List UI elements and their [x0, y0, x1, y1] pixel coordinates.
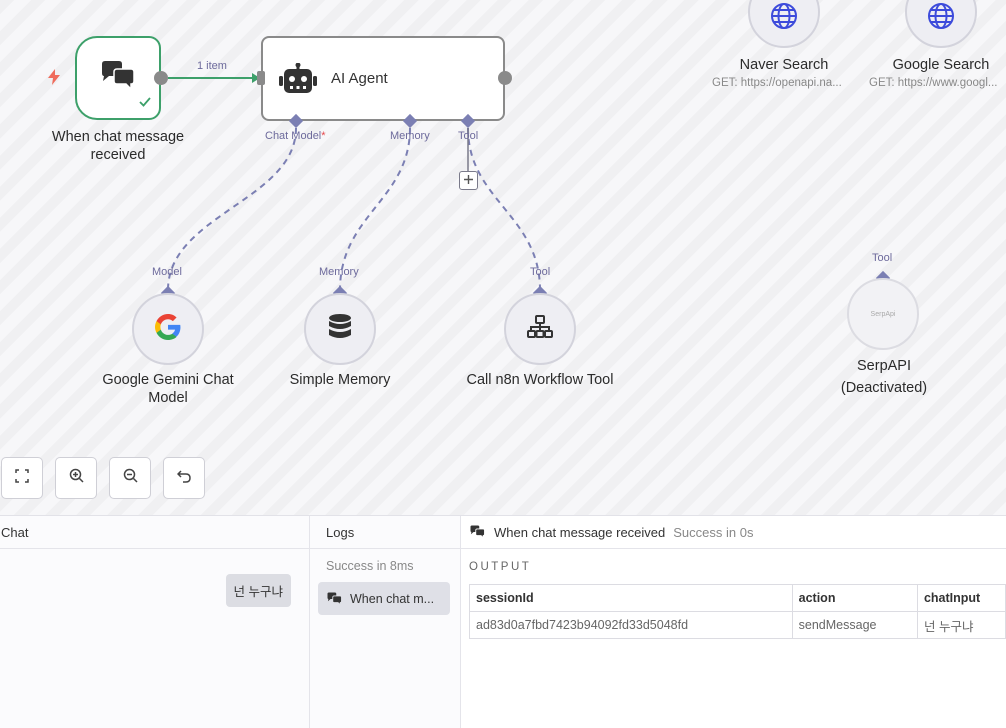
column-header-chatinput[interactable]: chatInput [916, 584, 1006, 612]
memory-sub-port-label: Memory [319, 266, 359, 278]
naver-search-url: GET: https://openapi.na... [712, 77, 842, 89]
call-workflow-tool-node[interactable] [504, 293, 576, 365]
connections-layer [167, 73, 541, 291]
memory-connection[interactable] [339, 127, 411, 291]
connection-arrow [252, 73, 260, 83]
gemini-chat-model-label: Google Gemini Chat Model [102, 372, 234, 406]
gemini-chat-model-node[interactable] [132, 293, 204, 365]
call-workflow-tool-label: Call n8n Workflow Tool [466, 372, 614, 388]
globe-icon [770, 2, 798, 35]
cell-action: sendMessage [791, 611, 918, 639]
fit-view-icon [15, 468, 29, 488]
google-search-label: Google Search [892, 57, 990, 73]
cell-chatinput: 넌 누구냐 [916, 611, 1006, 639]
workflow-canvas[interactable]: When chat message received 1 item AI Age… [0, 0, 1006, 515]
memory-port-label: Memory [390, 130, 430, 142]
serpapi-node[interactable]: SerpApi [847, 278, 919, 350]
serpapi-logo-icon: SerpApi [870, 310, 896, 318]
sitemap-icon [527, 314, 553, 344]
undo-icon [176, 469, 191, 488]
logs-summary: Success in 8ms [326, 559, 414, 573]
logs-panel: Logs Success in 8ms When chat m... [310, 516, 461, 728]
bottom-panel: Chat 넌 누구냐 Logs Success in 8ms When chat… [0, 515, 1006, 728]
chat-panel: Chat 넌 누구냐 [0, 516, 310, 728]
output-panel: When chat message received Success in 0s… [461, 516, 1006, 728]
column-header-sessionid[interactable]: sessionId [469, 584, 793, 612]
trigger-output-handle[interactable] [154, 71, 168, 85]
success-check-icon [139, 94, 151, 112]
tool-sub-port-label: Tool [530, 266, 551, 278]
naver-search-label: Naver Search [739, 57, 829, 73]
chat-bubbles-icon [99, 60, 137, 97]
ai-agent-node[interactable]: AI Agent [261, 36, 505, 121]
zoom-in-icon [69, 468, 84, 488]
output-status: Success in 0s [673, 524, 754, 540]
tool-port-label: Tool [458, 130, 479, 142]
simple-memory-node[interactable] [304, 293, 376, 365]
output-node-name: When chat message received [494, 524, 666, 540]
log-entry-trigger[interactable]: When chat m... [318, 582, 450, 615]
model-port-label: Model [152, 266, 182, 278]
trigger-bolt-icon [47, 69, 61, 90]
tool-connection[interactable] [467, 127, 541, 291]
connection-item-count: 1 item [197, 60, 227, 72]
column-header-action[interactable]: action [791, 584, 918, 612]
zoom-out-icon [123, 468, 138, 488]
trigger-node-label: When chat message received [51, 129, 185, 163]
chat-message-user: 넌 누구냐 [225, 574, 291, 607]
add-tool-button[interactable] [459, 171, 478, 190]
serpapi-port-label: Tool [872, 252, 893, 264]
model-connection[interactable] [167, 127, 297, 291]
plus-icon [463, 172, 474, 190]
reset-zoom-button[interactable] [163, 457, 205, 499]
serpapi-label: SerpAPI (Deactivated) [840, 358, 928, 396]
simple-memory-label: Simple Memory [289, 372, 391, 388]
logs-panel-header: Logs [310, 516, 460, 549]
agent-input-handle[interactable] [257, 71, 265, 85]
robot-icon [279, 62, 317, 95]
chat-bubbles-icon [326, 591, 343, 606]
table-header-row: sessionId action chatInput [469, 584, 1006, 612]
log-entry-label: When chat m... [350, 591, 435, 606]
trigger-node[interactable] [75, 36, 161, 120]
zoom-in-button[interactable] [55, 457, 97, 499]
ai-agent-title: AI Agent [331, 70, 388, 87]
logs-panel-title: Logs [326, 524, 355, 540]
zoom-to-fit-button[interactable] [1, 457, 43, 499]
cell-sessionid: ad83d0a7fbd7423b94092fd33d5048fd [469, 611, 793, 639]
output-panel-header: When chat message received Success in 0s [461, 516, 1006, 549]
chat-panel-header: Chat [0, 516, 309, 549]
globe-icon [927, 2, 955, 35]
chat-panel-title: Chat [1, 524, 29, 540]
output-table: sessionId action chatInput ad83d0a7fbd74… [469, 584, 1006, 639]
google-search-url: GET: https://www.googl... [869, 77, 998, 89]
google-g-icon [155, 313, 181, 345]
zoom-out-button[interactable] [109, 457, 151, 499]
table-row: ad83d0a7fbd7423b94092fd33d5048fd sendMes… [469, 611, 1006, 639]
chat-model-port-label: Chat Model* [265, 130, 326, 142]
agent-output-handle[interactable] [498, 71, 512, 85]
output-section-label: OUTPUT [469, 561, 532, 573]
database-icon [328, 313, 352, 345]
chat-bubbles-icon [469, 525, 486, 539]
